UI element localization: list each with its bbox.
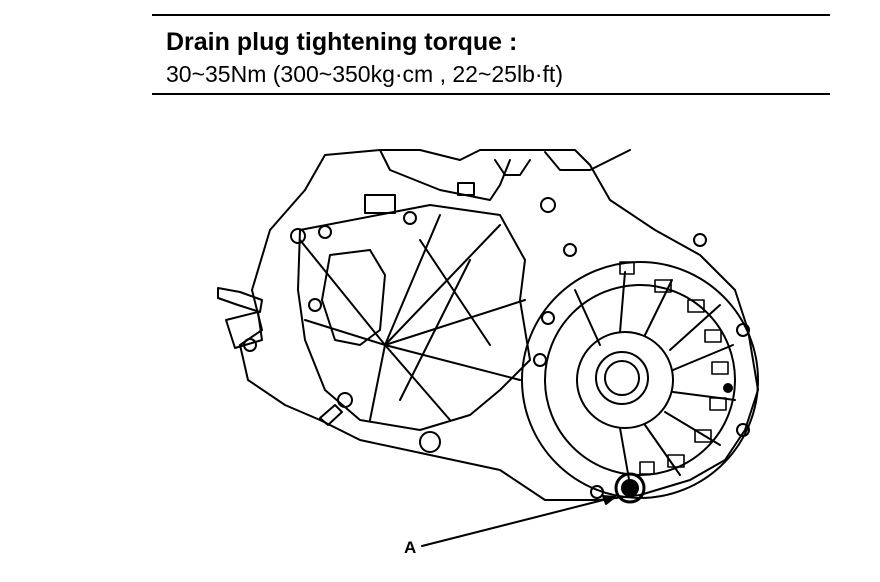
callout-leader (421, 496, 616, 547)
bell-housing-spokes (574, 271, 736, 486)
drain-plug-head (621, 479, 639, 497)
bell-housing-ring-inner (576, 331, 674, 429)
drain-plug (614, 472, 646, 504)
left-bracket (225, 311, 263, 349)
left-housing (297, 204, 531, 431)
top-neck (494, 159, 531, 176)
output-shaft-hub (604, 360, 640, 396)
output-shaft-seal (595, 351, 649, 405)
top-flange (364, 194, 396, 214)
case-outline (239, 149, 759, 501)
callout-arrowhead (602, 495, 616, 505)
transaxle-drawing (217, 149, 759, 547)
case-top-edge (379, 149, 511, 201)
spec-bottom-rule (152, 93, 830, 95)
spec-title: Drain plug tightening torque : (166, 28, 518, 56)
small-hole (723, 383, 733, 393)
bell-housing-ring (544, 284, 736, 476)
breather-fitting (217, 287, 263, 313)
case-top-right (544, 149, 631, 171)
torque-spec-box: Drain plug tightening torque : 30~35Nm (… (152, 14, 830, 96)
left-housing-inner (321, 249, 386, 346)
top-bolt (457, 182, 475, 196)
spec-value: 30~35Nm (300~350kg·cm , 22~25lb·ft) (166, 61, 563, 87)
bolt-bosses (243, 197, 750, 499)
bell-housing-pockets (619, 261, 729, 475)
spec-top-rule (152, 14, 830, 16)
callout-label-a: A (404, 538, 417, 557)
housing-ribs (299, 214, 526, 421)
left-mount-bolt (319, 404, 343, 426)
